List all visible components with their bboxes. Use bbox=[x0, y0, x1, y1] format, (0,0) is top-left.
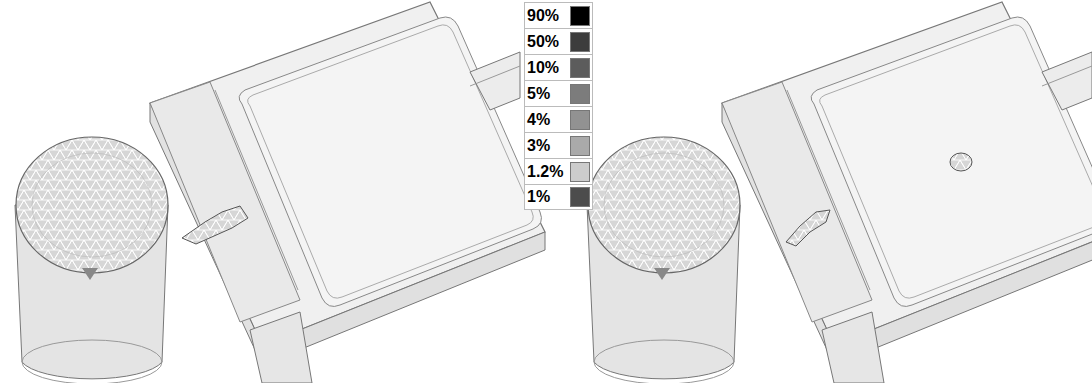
legend-label: 1.2% bbox=[527, 163, 570, 181]
legend-row: 4% bbox=[524, 106, 593, 132]
legend: 90% 50% 10% 5% 4% 3% 1.2% 1% bbox=[524, 2, 593, 210]
porosity-zone bbox=[786, 210, 830, 246]
legend-swatch bbox=[570, 162, 590, 182]
legend-swatch bbox=[570, 32, 590, 52]
legend-label: 5% bbox=[527, 85, 570, 103]
legend-row: 10% bbox=[524, 54, 593, 80]
legend-label: 10% bbox=[527, 59, 570, 77]
legend-swatch bbox=[570, 58, 590, 78]
legend-swatch bbox=[570, 136, 590, 156]
legend-label: 3% bbox=[527, 137, 570, 155]
porosity-spot bbox=[950, 153, 972, 171]
legend-swatch bbox=[570, 6, 590, 26]
legend-row: 5% bbox=[524, 80, 593, 106]
porosity-zone bbox=[182, 206, 248, 244]
legend-label: 4% bbox=[527, 111, 570, 129]
casting-left bbox=[15, 2, 545, 383]
casting-right bbox=[587, 2, 1092, 383]
legend-swatch bbox=[570, 110, 590, 130]
legend-row: 3% bbox=[524, 132, 593, 158]
legend-row: 50% bbox=[524, 28, 593, 54]
legend-label: 90% bbox=[527, 7, 570, 25]
legend-swatch bbox=[570, 84, 590, 104]
legend-label: 1% bbox=[527, 188, 570, 206]
legend-swatch bbox=[570, 187, 590, 207]
legend-row: 1% bbox=[524, 184, 593, 210]
legend-label: 50% bbox=[527, 33, 570, 51]
legend-row: 1.2% bbox=[524, 158, 593, 184]
legend-row: 90% bbox=[524, 2, 593, 28]
